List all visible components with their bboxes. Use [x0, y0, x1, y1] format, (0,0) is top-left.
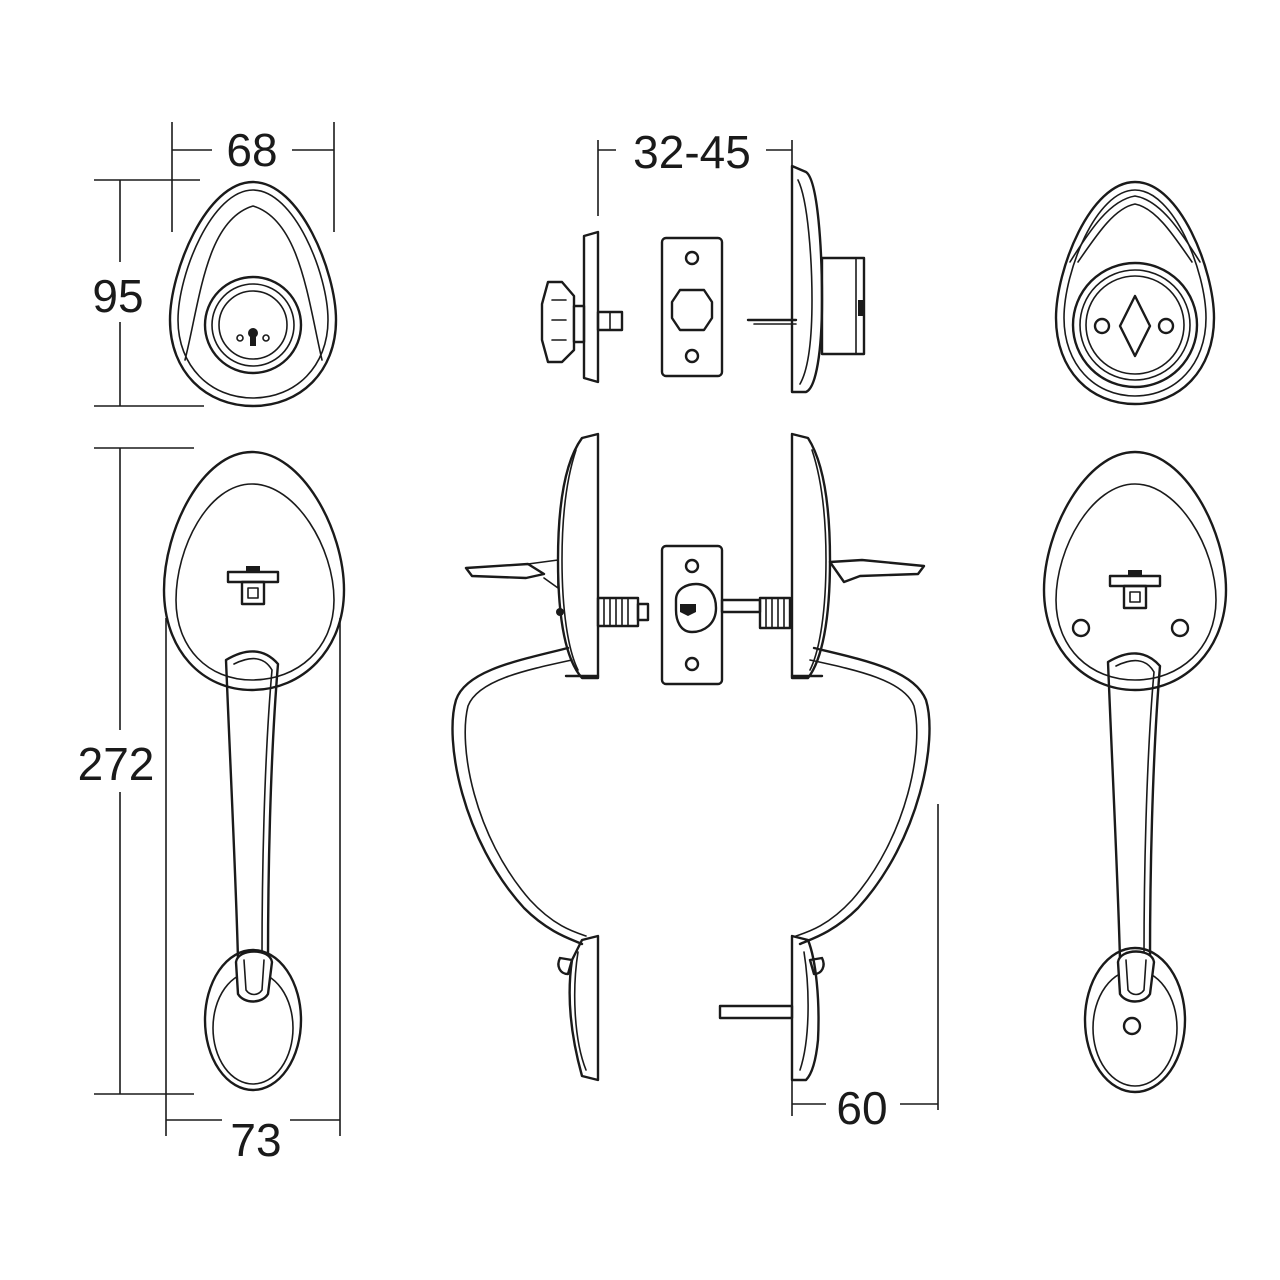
deadbolt-side-view [540, 164, 866, 394]
thumb-lever-slot-icon [226, 566, 280, 606]
thumbturn-icon [1118, 294, 1152, 358]
dim-label-60: 60 [836, 1082, 887, 1134]
dimension-32-45: 32-45 [597, 126, 793, 216]
dim-label-95: 95 [92, 270, 143, 322]
thumb-lever-slot-icon [1108, 570, 1162, 610]
dimension-73: 73 [165, 618, 341, 1166]
deadbolt-back-view [1054, 180, 1216, 406]
dim-label-272: 272 [78, 738, 155, 790]
dim-label-68: 68 [226, 124, 277, 176]
dimension-68: 68 [171, 122, 335, 232]
dimension-272: 272 [78, 447, 194, 1095]
handleset-front-view [162, 450, 346, 1092]
deadbolt-front-view [168, 180, 338, 408]
dimension-95: 95 [92, 179, 204, 407]
keyhole-icon [236, 328, 270, 346]
dimension-60: 60 [791, 804, 939, 1134]
handleset-back-view [1042, 450, 1228, 1094]
dim-label-73: 73 [230, 1114, 281, 1166]
dim-label-32-45: 32-45 [633, 126, 751, 178]
handleset-side-view [451, 432, 931, 1082]
